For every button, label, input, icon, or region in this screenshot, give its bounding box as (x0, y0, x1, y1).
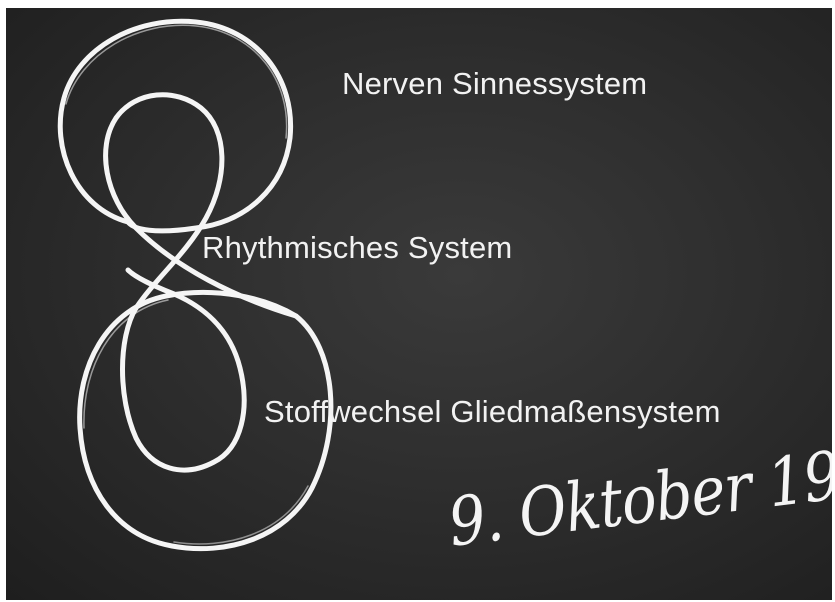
label-rhythmisches-system: Rhythmisches System (202, 232, 512, 263)
page-margin (0, 0, 6, 602)
blackboard: Nerven Sinnessystem Rhythmisches System … (6, 8, 832, 600)
label-stoffwechsel-gliedmassensystem: Stoffwechsel Gliedmaßensystem (264, 396, 721, 427)
upper-inner-loop (106, 95, 296, 316)
label-nerven-sinnessystem: Nerven Sinnessystem (342, 68, 647, 99)
